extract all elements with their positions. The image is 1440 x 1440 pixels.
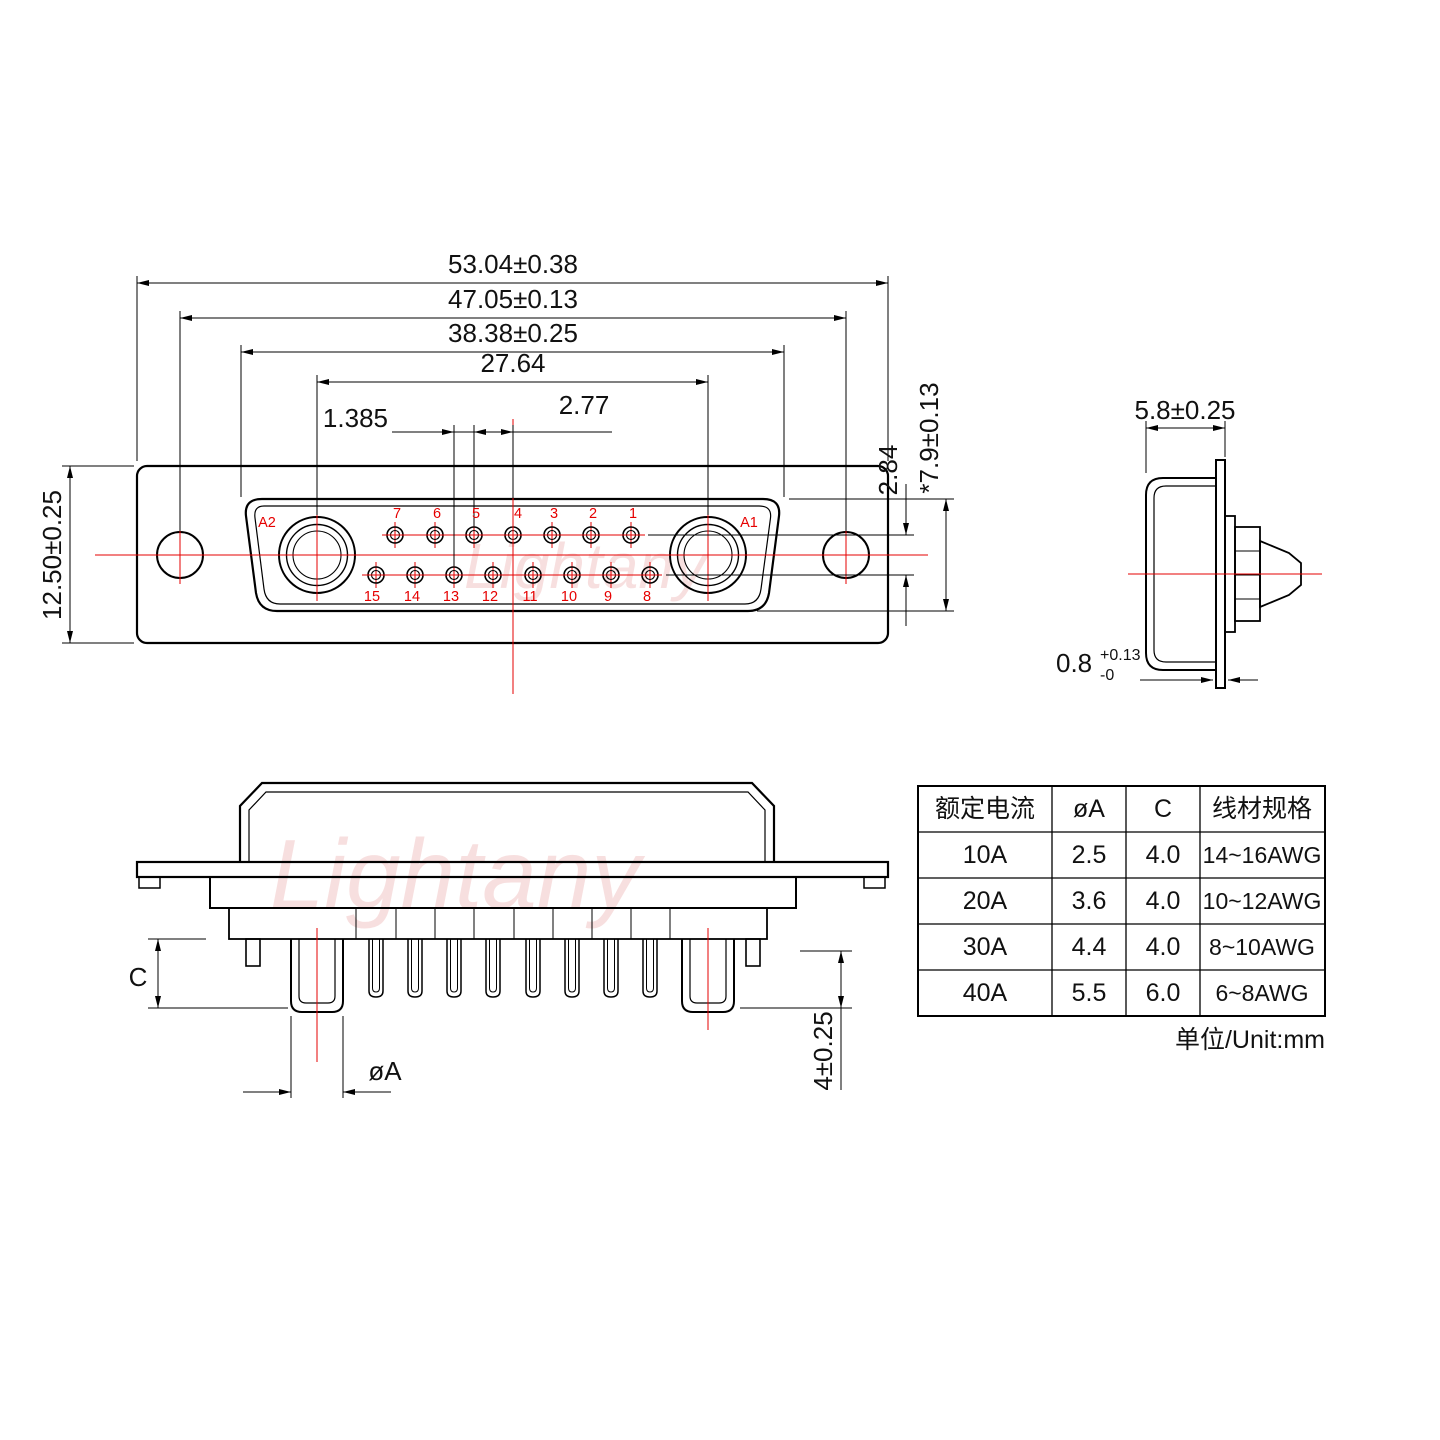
dshell-outer: [244, 497, 781, 613]
end-bracket-right: [745, 938, 761, 967]
side-rear-wedge: [1259, 539, 1302, 609]
pin-label: 10: [561, 589, 577, 605]
dim-flange-height: 12.50±0.25: [37, 490, 67, 620]
dim-tail-length: 4±0.25: [808, 1011, 838, 1090]
section-centerlines: [316, 928, 709, 1062]
dim-flange-tol-upper: +0.13: [1100, 647, 1141, 664]
dim-row-spacing: 2.84: [873, 445, 903, 496]
table-header: 额定电流: [935, 795, 1035, 823]
table-cell: 4.0: [1146, 841, 1181, 869]
dshell-inner: [254, 505, 772, 605]
pin-label: 6: [433, 506, 441, 522]
pin-label: 14: [404, 589, 420, 605]
front-view: 53.04±0.38 47.05±0.13 38.38±0.25 27.64 1…: [37, 249, 954, 694]
table-header: C: [1154, 795, 1172, 823]
dim-total-width: 53.04±0.38: [448, 249, 578, 279]
table-cell: 40A: [963, 979, 1008, 1007]
hood-outer: [238, 781, 776, 862]
table-header: 线材规格: [1212, 795, 1312, 823]
pin-label: 13: [443, 589, 459, 605]
spec-table: 额定电流 øA C 线材规格 10A 2.5 4.0 14~16AWG 20A …: [917, 785, 1326, 1054]
dim-contact-span: 27.64: [480, 348, 545, 378]
pin-label: 15: [364, 589, 380, 605]
dim-contact-dia: øA: [368, 1056, 402, 1086]
table-text: 额定电流 øA C 线材规格 10A 2.5 4.0 14~16AWG 20A …: [935, 795, 1325, 1054]
pin-label: 3: [550, 506, 558, 522]
table-cell: 14~16AWG: [1203, 842, 1322, 868]
dim-contact-c: C: [129, 962, 148, 992]
pin-label: 9: [604, 589, 612, 605]
table-cell: 2.5: [1072, 841, 1107, 869]
dim-shell-width: 38.38±0.25: [448, 318, 578, 348]
section-view: C øA 4±0.25: [129, 781, 890, 1098]
pin-label: 12: [482, 589, 498, 605]
label-a2: A2: [258, 515, 276, 531]
front-dimension-lines: [62, 276, 954, 644]
pin-label: 7: [393, 506, 401, 522]
pin-label: 5: [472, 506, 480, 522]
pin-label: 8: [643, 589, 651, 605]
table-cell: 4.4: [1072, 933, 1107, 961]
section-dimension-lines: [148, 938, 852, 1098]
table-cell: 10~12AWG: [1203, 888, 1322, 914]
dim-depth: 5.8±0.25: [1134, 395, 1235, 425]
table-header: øA: [1073, 795, 1105, 823]
table-cell: 5.5: [1072, 979, 1107, 1007]
flange-hook-right: [863, 877, 886, 889]
table-cell: 6~8AWG: [1215, 980, 1308, 1006]
table-cell: 8~10AWG: [1209, 934, 1315, 960]
end-bracket-left: [245, 938, 261, 967]
label-a1: A1: [740, 515, 758, 531]
watermark-bottom: Lightany: [270, 819, 646, 929]
table-cell: 30A: [963, 933, 1008, 961]
insulator-slots: [355, 908, 671, 939]
table-cell: 6.0: [1146, 979, 1181, 1007]
dim-half-pitch: 1.385: [323, 403, 388, 433]
dim-flange-thickness: 0.8: [1056, 648, 1092, 678]
side-dimension-lines: [1140, 421, 1258, 683]
front-dimension-labels: 53.04±0.38 47.05±0.13 38.38±0.25 27.64 1…: [37, 249, 944, 620]
hood-inner: [248, 791, 766, 862]
side-dimension-labels: 5.8±0.25 0.8 +0.13 -0: [1056, 395, 1236, 684]
dim-flange-tol-lower: -0: [1100, 667, 1114, 684]
solder-cups: [368, 938, 658, 998]
insulator-lower: [228, 907, 768, 940]
pin-label: 11: [522, 589, 537, 605]
dim-pitch: 2.77: [559, 390, 610, 420]
table-cell: 20A: [963, 887, 1008, 915]
section-dimension-labels: C øA 4±0.25: [129, 962, 838, 1091]
table-cell: 10A: [963, 841, 1008, 869]
side-view: 5.8±0.25 0.8 +0.13 -0: [1056, 395, 1322, 689]
table-cell: 4.0: [1146, 933, 1181, 961]
dim-shell-height: *7.9±0.13: [914, 382, 944, 493]
section-geometry: [135, 781, 890, 1013]
pin-label: 4: [514, 506, 522, 522]
table-cell: 3.6: [1072, 887, 1107, 915]
unit-note: 单位/Unit:mm: [1175, 1026, 1325, 1054]
dim-hole-span: 47.05±0.13: [448, 284, 578, 314]
pin-label: 2: [589, 506, 597, 522]
contact-number-labels: A2 A1 7 6 5 4 3 2 1 15 14 13 12 11 10 9 …: [258, 506, 758, 605]
flange-hook-left: [138, 877, 161, 889]
table-cell: 4.0: [1146, 887, 1181, 915]
table-grid: [917, 785, 1326, 1017]
pin-label: 1: [629, 506, 637, 522]
